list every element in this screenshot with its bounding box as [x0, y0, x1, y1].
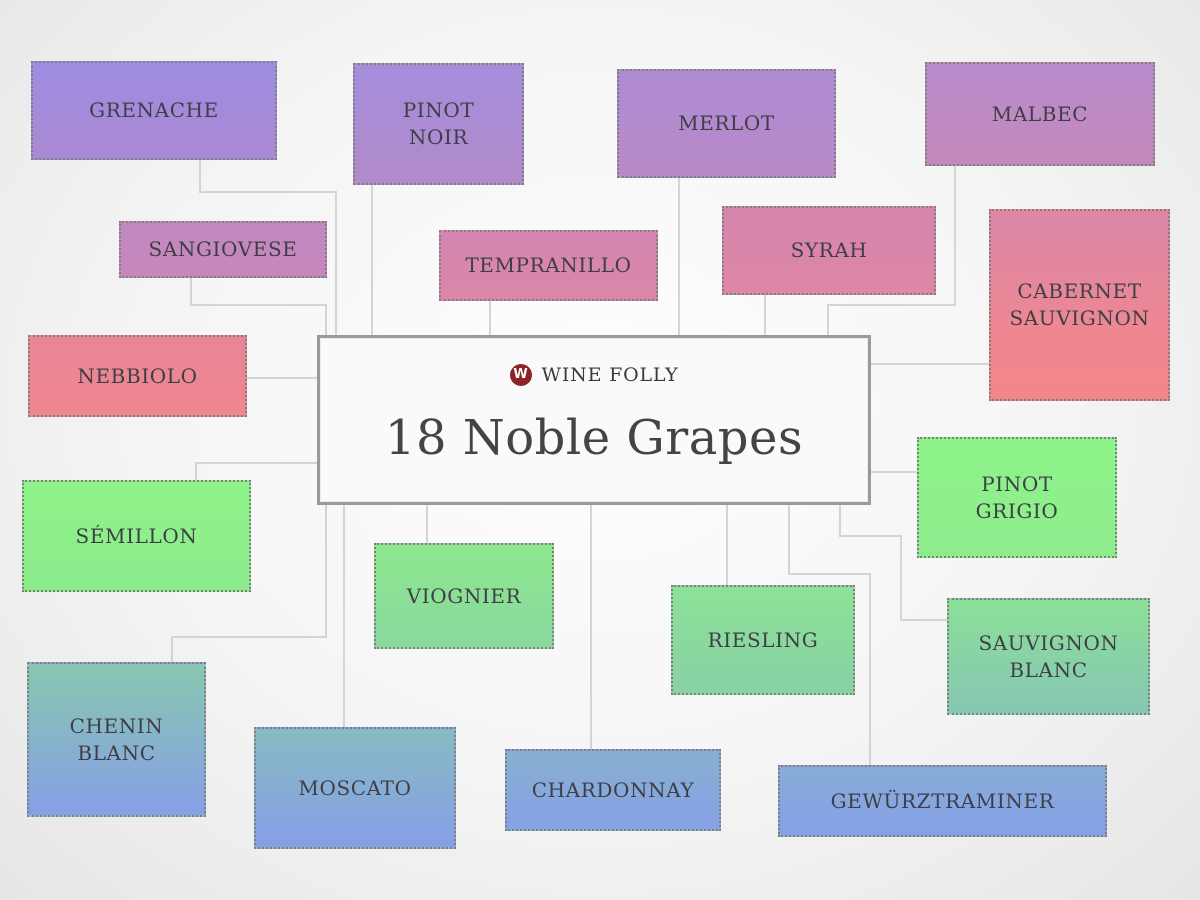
brand-name: WINE FOLLY — [541, 364, 679, 386]
connector-semillon — [195, 462, 318, 480]
connector-malbec — [827, 166, 956, 336]
grape-malbec: MALBEC — [925, 62, 1155, 166]
grape-label: MOSCATO — [298, 775, 412, 800]
grape-label: PINOT GRIGIO — [975, 471, 1059, 523]
grape-label: MALBEC — [991, 101, 1089, 126]
connector-chenin-blanc — [171, 505, 327, 662]
grape-label: GRENACHE — [89, 98, 219, 122]
grape-merlot: MERLOT — [617, 69, 836, 178]
grape-grenache: GRENACHE — [31, 61, 277, 160]
grape-label: SANGIOVESE — [148, 237, 298, 261]
grape-label: GEWÜRZTRAMINER — [830, 788, 1055, 813]
grape-label: SYRAH — [790, 238, 868, 262]
connector-sauvignon-blanc — [839, 505, 947, 621]
wine-folly-logo: W — [509, 364, 532, 386]
grape-riesling: RIESLING — [671, 585, 855, 695]
grape-label: NEBBIOLO — [77, 363, 198, 388]
grape-label: CHENIN BLANC — [69, 713, 164, 765]
grape-label: SÉMILLON — [75, 523, 198, 548]
grape-label: PINOT NOIR — [402, 98, 475, 149]
grape-moscato: MOSCATO — [254, 727, 456, 849]
grape-viognier: VIOGNIER — [374, 543, 554, 649]
grape-label: SAUVIGNON BLANC — [978, 630, 1119, 682]
grape-syrah: SYRAH — [722, 206, 936, 295]
grape-label: CHARDONNAY — [531, 777, 695, 802]
grape-sauvignon-blanc: SAUVIGNON BLANC — [947, 598, 1150, 715]
brand: W WINE FOLLY — [320, 364, 868, 386]
grape-label: CABERNET SAUVIGNON — [1009, 279, 1150, 330]
grape-label: RIESLING — [707, 627, 819, 652]
grape-label: VIOGNIER — [406, 583, 522, 608]
grape-cabernet-sauvignon: CABERNET SAUVIGNON — [989, 209, 1170, 401]
grape-gewurztraminer: GEWÜRZTRAMINER — [778, 765, 1107, 837]
grape-chardonnay: CHARDONNAY — [505, 749, 721, 831]
grape-chenin-blanc: CHENIN BLANC — [27, 662, 206, 817]
grape-label: TEMPRANILLO — [465, 253, 632, 277]
diagram-title: 18 Noble Grapes — [384, 410, 804, 466]
grape-pinot-noir: PINOT NOIR — [353, 63, 524, 185]
connector-grenache — [199, 160, 337, 336]
connector-sangiovese — [190, 278, 327, 336]
grape-pinot-grigio: PINOT GRIGIO — [917, 437, 1117, 558]
title-card: W WINE FOLLY 18 Noble Grapes — [317, 335, 871, 505]
grape-sangiovese: SANGIOVESE — [119, 221, 327, 278]
grape-label: MERLOT — [678, 111, 775, 135]
grape-semillon: SÉMILLON — [22, 480, 251, 592]
connector-gewurztraminer — [788, 505, 871, 765]
grape-tempranillo: TEMPRANILLO — [439, 230, 658, 301]
grape-nebbiolo: NEBBIOLO — [28, 335, 247, 417]
